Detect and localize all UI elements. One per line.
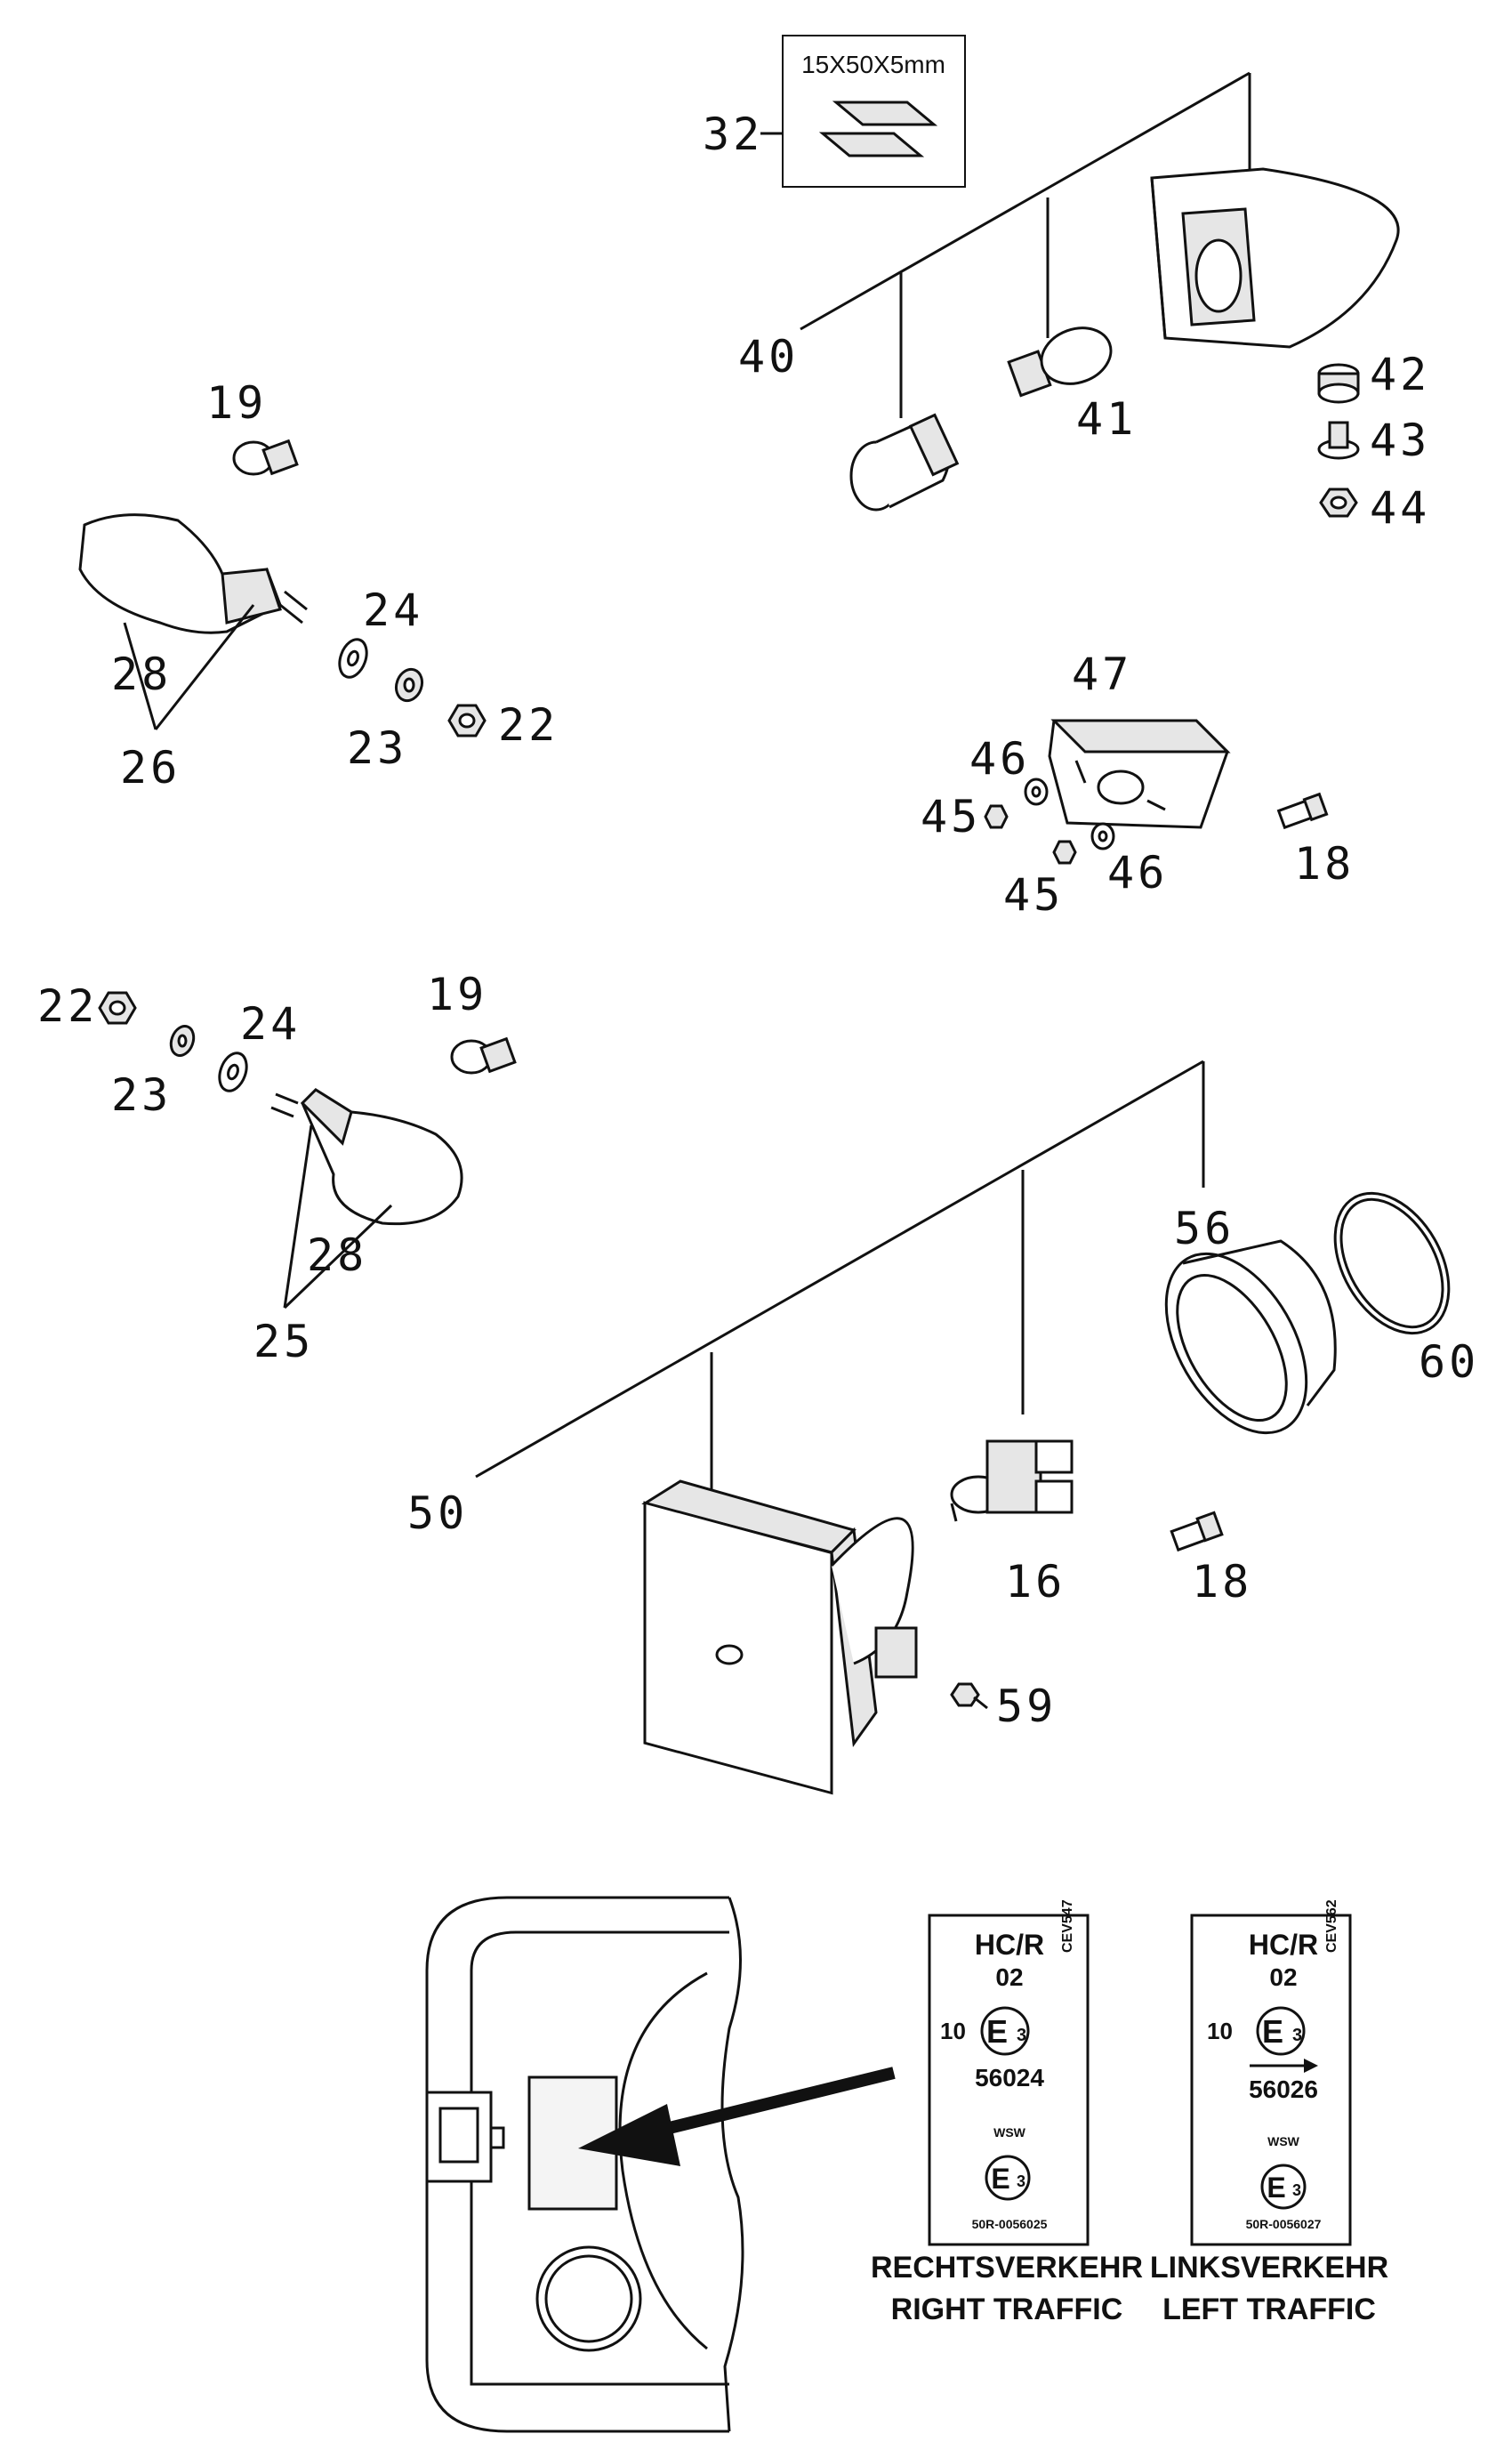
callout-41: 41 [1076, 393, 1137, 445]
washer-46-lower [1090, 822, 1115, 850]
turn-signal-lower [270, 1088, 463, 1226]
pad-box: 15X50X5mm [760, 35, 966, 188]
callout-26: 26 [120, 742, 181, 794]
label-right-traffic: HC/R 02 CEV547 10 E 3 56024 WSW E 3 50R-… [928, 1899, 1090, 2246]
callout-28-lower: 28 [307, 1229, 367, 1281]
right-small-code: 50R-0056025 [972, 2217, 1048, 2231]
caption-left-traffic: LEFT TRAFFIC [1162, 2293, 1376, 2326]
left-wsw: WSW [1267, 2134, 1300, 2148]
bulb-19-upper [232, 439, 299, 476]
bulb-19-lower [450, 1036, 517, 1075]
right-code: HC/R [975, 1929, 1044, 1961]
right-mark2: E [991, 2163, 1009, 2195]
callout-32: 32 [703, 109, 763, 160]
pad-dimension: 15X50X5mm [801, 51, 945, 78]
left-mark2-sub: 3 [1292, 2181, 1301, 2199]
callout-46-lower: 46 [1107, 847, 1168, 899]
right-approval: 56024 [975, 2064, 1044, 2091]
left-approval: 56026 [1249, 2075, 1318, 2103]
right-class: 02 [995, 1963, 1023, 1991]
screw-59 [950, 1682, 988, 1710]
callout-24-upper: 24 [363, 584, 423, 636]
callout-18-lower: 18 [1192, 1556, 1252, 1608]
washer-24-upper [338, 638, 368, 679]
right-side-num: 10 [940, 2018, 966, 2044]
bulb-18-lower [1170, 1511, 1224, 1552]
nut-44 [1319, 488, 1358, 518]
leader-40 [800, 71, 1251, 331]
caption-rechtsverkehr: RECHTSVERKEHR [871, 2251, 1143, 2285]
right-side-code: CEV547 [1060, 1899, 1075, 1953]
left-mark2: E [1267, 2172, 1285, 2204]
caption-linksverkehr: LINKSVERKEHR [1150, 2251, 1388, 2285]
caption-right-traffic: RIGHT TRAFFIC [891, 2293, 1123, 2326]
label-left-traffic: HC/R 02 CEV562 10 E 3 56026 WSW E 3 50R-… [1190, 1899, 1352, 2246]
right-mark-sub: 3 [1017, 2026, 1026, 2045]
left-mark-sub: 3 [1292, 2026, 1302, 2045]
callout-18-upper: 18 [1294, 838, 1355, 890]
washer-46-upper [1024, 778, 1049, 806]
callout-24-lower: 24 [240, 998, 301, 1050]
grommet-42 [1317, 363, 1360, 404]
washer-23-lower [169, 1025, 196, 1057]
pointer-arrow [578, 2067, 896, 2166]
left-mark: E [1262, 2013, 1283, 2050]
washer-23-upper [394, 667, 424, 703]
left-side-code: CEV562 [1324, 1899, 1339, 1953]
callout-23-lower: 23 [111, 1069, 172, 1121]
headlight-50 [641, 1479, 918, 1795]
right-mark2-sub: 3 [1017, 2172, 1025, 2190]
turn-signal-upper [78, 513, 308, 634]
nut-45-lower [1052, 840, 1077, 865]
callout-44: 44 [1370, 482, 1430, 534]
callout-45-lower: 45 [1003, 869, 1064, 921]
right-wsw: WSW [993, 2125, 1026, 2140]
callout-45-upper: 45 [921, 791, 981, 842]
license-plate-light [1048, 719, 1231, 829]
arrow-right-icon [1304, 2059, 1318, 2073]
nut-22-upper [447, 704, 487, 737]
leader-50 [475, 1060, 1204, 1479]
left-small-code: 50R-0056027 [1246, 2217, 1322, 2231]
spacer-43 [1317, 421, 1360, 460]
callout-40: 40 [738, 331, 799, 383]
callout-23-upper: 23 [347, 722, 407, 774]
callout-56: 56 [1174, 1203, 1235, 1254]
left-code: HC/R [1249, 1929, 1318, 1961]
bulb-socket [849, 413, 960, 512]
bulb-41 [1007, 326, 1113, 398]
callout-42: 42 [1370, 349, 1430, 400]
bulb-18-upper [1276, 792, 1329, 830]
nut-45-upper [984, 804, 1009, 829]
callout-60: 60 [1419, 1336, 1479, 1388]
left-side-num: 10 [1207, 2018, 1233, 2044]
callout-22-lower: 22 [37, 980, 98, 1032]
headlight-detail [425, 1896, 744, 2433]
right-mark: E [986, 2013, 1008, 2050]
callout-22-upper: 22 [498, 699, 559, 751]
callout-59: 59 [996, 1680, 1057, 1732]
callout-19-lower: 19 [427, 969, 487, 1020]
seal-ring-60 [1333, 1191, 1451, 1335]
callout-43: 43 [1370, 415, 1430, 466]
headlight-ring-56 [1164, 1239, 1337, 1435]
nut-22-lower [98, 991, 137, 1025]
callout-19-upper: 19 [206, 377, 267, 429]
tail-light-housing [1150, 167, 1400, 349]
left-class: 02 [1269, 1963, 1297, 1991]
callout-47: 47 [1072, 649, 1132, 700]
callout-25: 25 [253, 1316, 314, 1367]
callout-50: 50 [407, 1487, 468, 1539]
callout-46-upper: 46 [969, 733, 1030, 785]
callout-16: 16 [1005, 1556, 1066, 1608]
callout-28-upper: 28 [111, 649, 172, 700]
washer-24-lower [218, 1052, 248, 1092]
headlight-bulb-16 [950, 1439, 1074, 1522]
